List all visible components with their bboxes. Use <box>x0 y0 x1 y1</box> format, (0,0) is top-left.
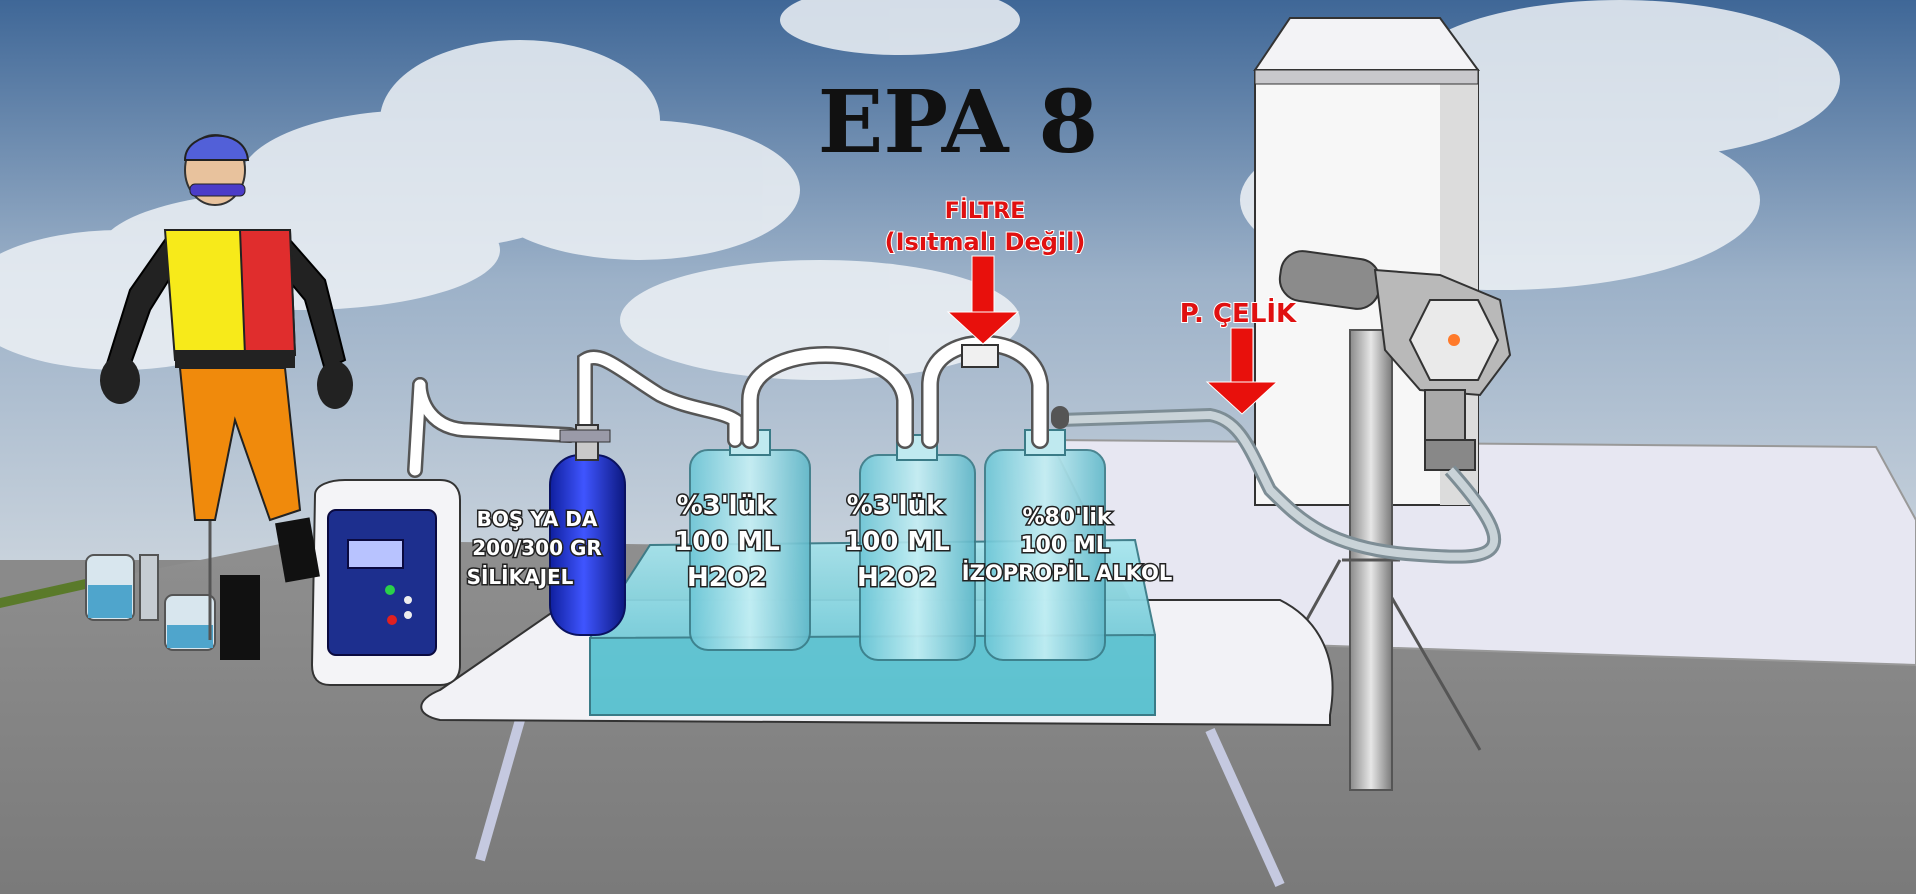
bottle3-label-line2: 100 ML <box>1020 533 1110 558</box>
impinger-bottle-2 <box>859 434 976 661</box>
bottle3-label-line1: %80'lik <box>1022 505 1112 530</box>
filter-callout-line2: (Isıtmalı Değil) <box>885 228 1086 256</box>
filter-callout-line1: FİLTRE <box>945 198 1026 224</box>
bottle2-label-line2: 100 ML <box>844 527 950 557</box>
filter-arrow <box>946 255 1020 345</box>
steel-probe-arrow <box>1205 327 1279 415</box>
silica-label-line1: BOŞ YA DA <box>477 507 598 531</box>
silica-label-line3: SİLİKAJEL <box>467 565 574 589</box>
impinger-bottle-1 <box>689 429 811 651</box>
bottle1-label-line3: H2O2 <box>687 563 767 593</box>
sampling-console <box>310 479 461 686</box>
bottle2-label-line1: %3'lük <box>847 491 945 521</box>
lab-bottles-ground <box>85 495 216 651</box>
diagram-title: EPA 8 <box>818 72 1098 173</box>
bottle3-label-line3: İZOPROPİL ALKOL <box>962 560 1172 585</box>
filter-holder <box>961 344 999 368</box>
silica-gel-cylinder <box>549 424 626 636</box>
probe-stand-tripod <box>1288 329 1482 791</box>
bottle1-label-line1: %3'lük <box>677 491 775 521</box>
steel-probe-callout: P. ÇELİK <box>1180 297 1297 329</box>
worker-figure <box>100 134 353 660</box>
bottle2-label-line3: H2O2 <box>857 563 937 593</box>
probe-assembly <box>1278 250 1512 471</box>
silica-label-line2: 200/300 GR <box>472 536 602 560</box>
bottle1-label-line2: 100 ML <box>674 527 780 557</box>
green-grass-edge <box>0 578 90 608</box>
